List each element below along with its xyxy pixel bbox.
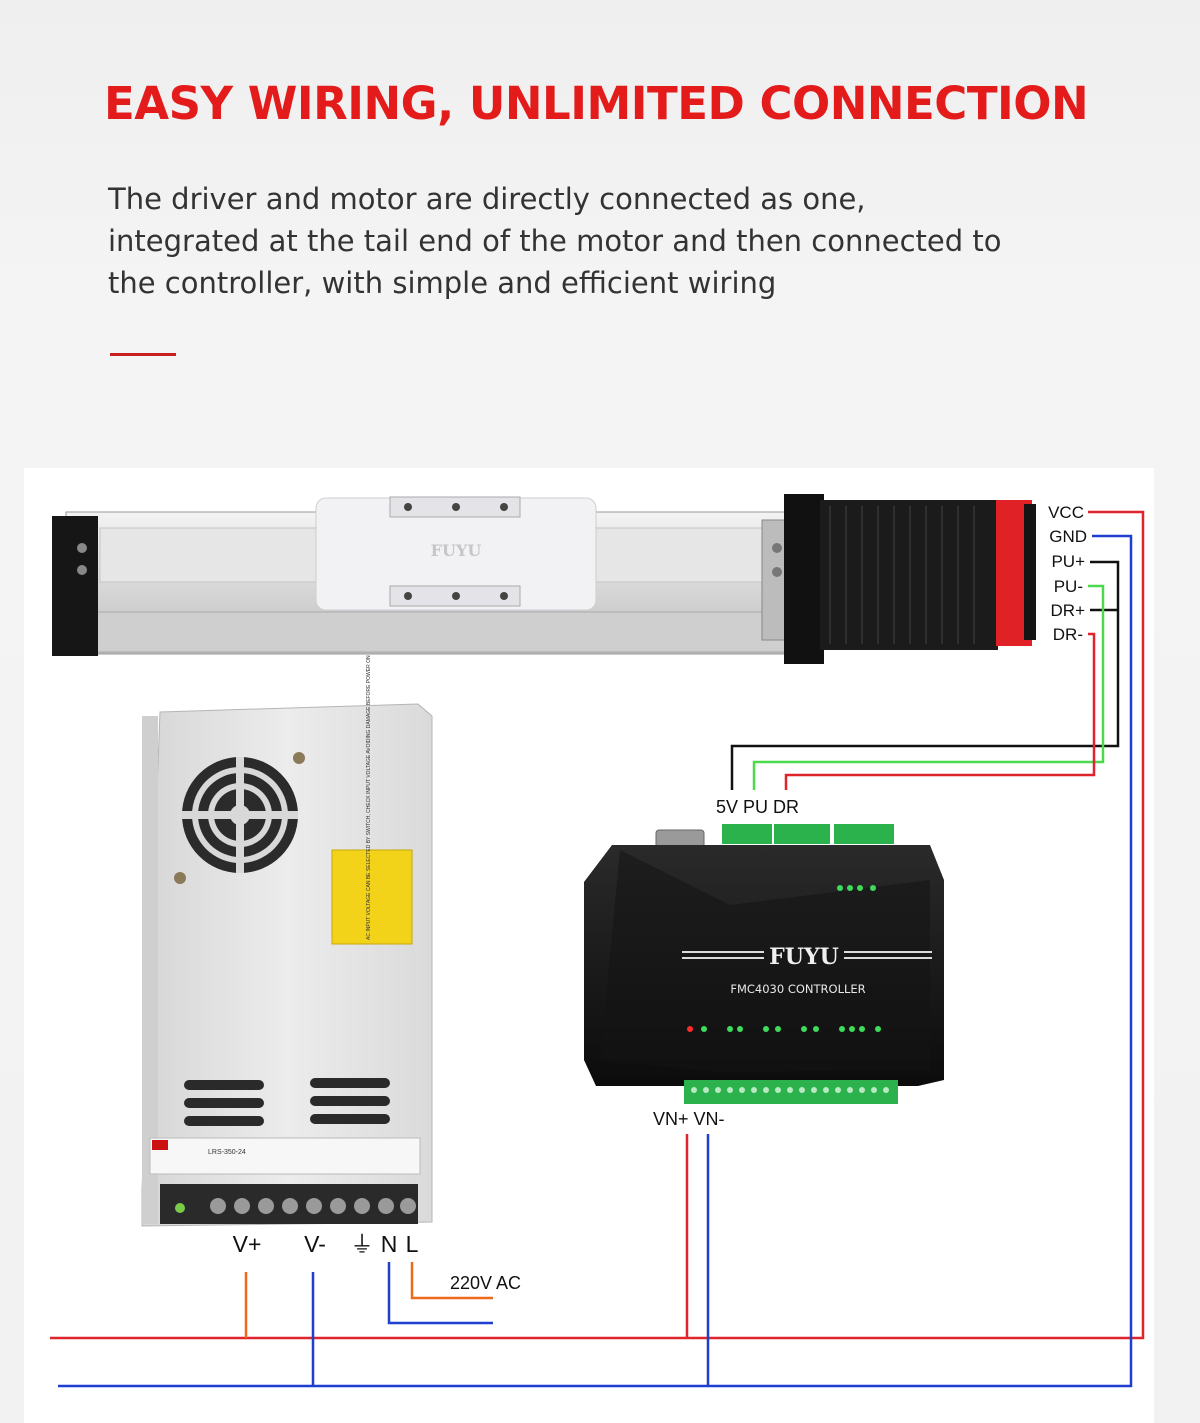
screw-icon xyxy=(772,543,782,553)
linear-actuator: FUYU xyxy=(52,494,1036,664)
psu-terminal-labels: V+ V- ⏚ N L 220V AC xyxy=(233,1231,521,1293)
controller-facet xyxy=(600,850,930,1072)
wire-ac-l xyxy=(410,1262,493,1300)
psu-side xyxy=(142,716,158,1224)
motor-pin-labels: VCC GND PU+ PU- DR+ DR- xyxy=(1048,503,1087,644)
pin-label-vcc: VCC xyxy=(1048,503,1084,522)
warning-label-text: AC INPUT VOLTAGE CAN BE SELECTED BY SWIT… xyxy=(366,655,372,940)
warning-label xyxy=(331,849,413,945)
description: The driver and motor are directly connec… xyxy=(108,178,1108,304)
wire-vcc xyxy=(50,510,1145,1340)
screw-icon xyxy=(174,872,186,884)
psu-brand-badge xyxy=(152,1140,168,1150)
terminal-label-n: N xyxy=(381,1231,398,1257)
controller-signal-label: 5V PU DR xyxy=(716,797,799,817)
terminal-screws xyxy=(210,1198,416,1214)
motor-fins xyxy=(829,506,975,644)
controller-power-label: VN+ VN- xyxy=(653,1109,725,1129)
terminal-top-mid xyxy=(774,824,830,844)
screw-icon xyxy=(452,592,460,600)
accent-divider xyxy=(110,353,176,356)
page-title: EASY WIRING, UNLIMITED CONNECTION xyxy=(104,77,1089,130)
screw-icon xyxy=(77,565,87,575)
controller-model: FMC4030 CONTROLLER xyxy=(730,982,865,996)
brand-stripes xyxy=(682,951,932,959)
wire-gnd xyxy=(58,534,1133,1388)
motor-driver-cap xyxy=(1024,504,1036,640)
wire-pu-minus xyxy=(752,584,1105,790)
terminal-label-l: L xyxy=(406,1231,419,1257)
terminal-bottom-screws xyxy=(691,1087,889,1093)
terminal-top-left xyxy=(722,824,772,844)
screw-icon xyxy=(500,592,508,600)
screw-icon xyxy=(772,567,782,577)
actuator-rail-bottom xyxy=(65,611,797,653)
description-line: The driver and motor are directly connec… xyxy=(108,182,866,216)
pin-label-dr-plus: DR+ xyxy=(1051,601,1086,620)
controller-brand: FUYU xyxy=(769,944,839,970)
status-leds-bottom xyxy=(687,1026,881,1032)
power-supply: AC INPUT VOLTAGE CAN BE SELECTED BY SWIT… xyxy=(141,655,433,1227)
slider-logo: FUYU xyxy=(431,541,482,560)
ac-input-label: 220V AC xyxy=(450,1273,521,1293)
screw-icon xyxy=(452,503,460,511)
terminal-top-right xyxy=(834,824,894,844)
pin-label-dr-minus: DR- xyxy=(1053,625,1083,644)
pin-label-pu-minus: PU- xyxy=(1054,577,1083,596)
fan-icon xyxy=(182,757,298,873)
description-line: integrated at the tail end of the motor … xyxy=(108,224,1002,258)
wire-pu-plus xyxy=(730,560,1120,790)
ground-icon: ⏚ xyxy=(351,1231,374,1257)
wire-ac-n xyxy=(387,1262,493,1325)
status-leds-top xyxy=(837,885,876,891)
description-line: the controller, with simple and efficien… xyxy=(108,266,777,300)
pin-label-gnd: GND xyxy=(1049,527,1087,546)
wiring xyxy=(50,510,1145,1388)
actuator-end-cap-left xyxy=(52,516,98,656)
terminal-label-v-plus: V+ xyxy=(233,1231,262,1257)
psu-model: LRS-350-24 xyxy=(208,1149,246,1156)
terminal-label-v-minus: V- xyxy=(304,1231,326,1257)
wire-dr-minus xyxy=(784,632,1096,790)
screw-icon xyxy=(404,592,412,600)
screw-icon xyxy=(77,543,87,553)
screw-icon xyxy=(293,752,305,764)
psu-spec-label xyxy=(149,1137,421,1175)
fmc4030-controller: FUYU FMC4030 CONTROLLER xyxy=(584,824,944,1104)
screw-icon xyxy=(500,503,508,511)
vent-slots xyxy=(184,1078,390,1126)
motor-flange xyxy=(784,494,824,664)
screw-icon xyxy=(404,503,412,511)
indicator-led xyxy=(175,1203,185,1213)
pin-label-pu-plus: PU+ xyxy=(1051,552,1085,571)
